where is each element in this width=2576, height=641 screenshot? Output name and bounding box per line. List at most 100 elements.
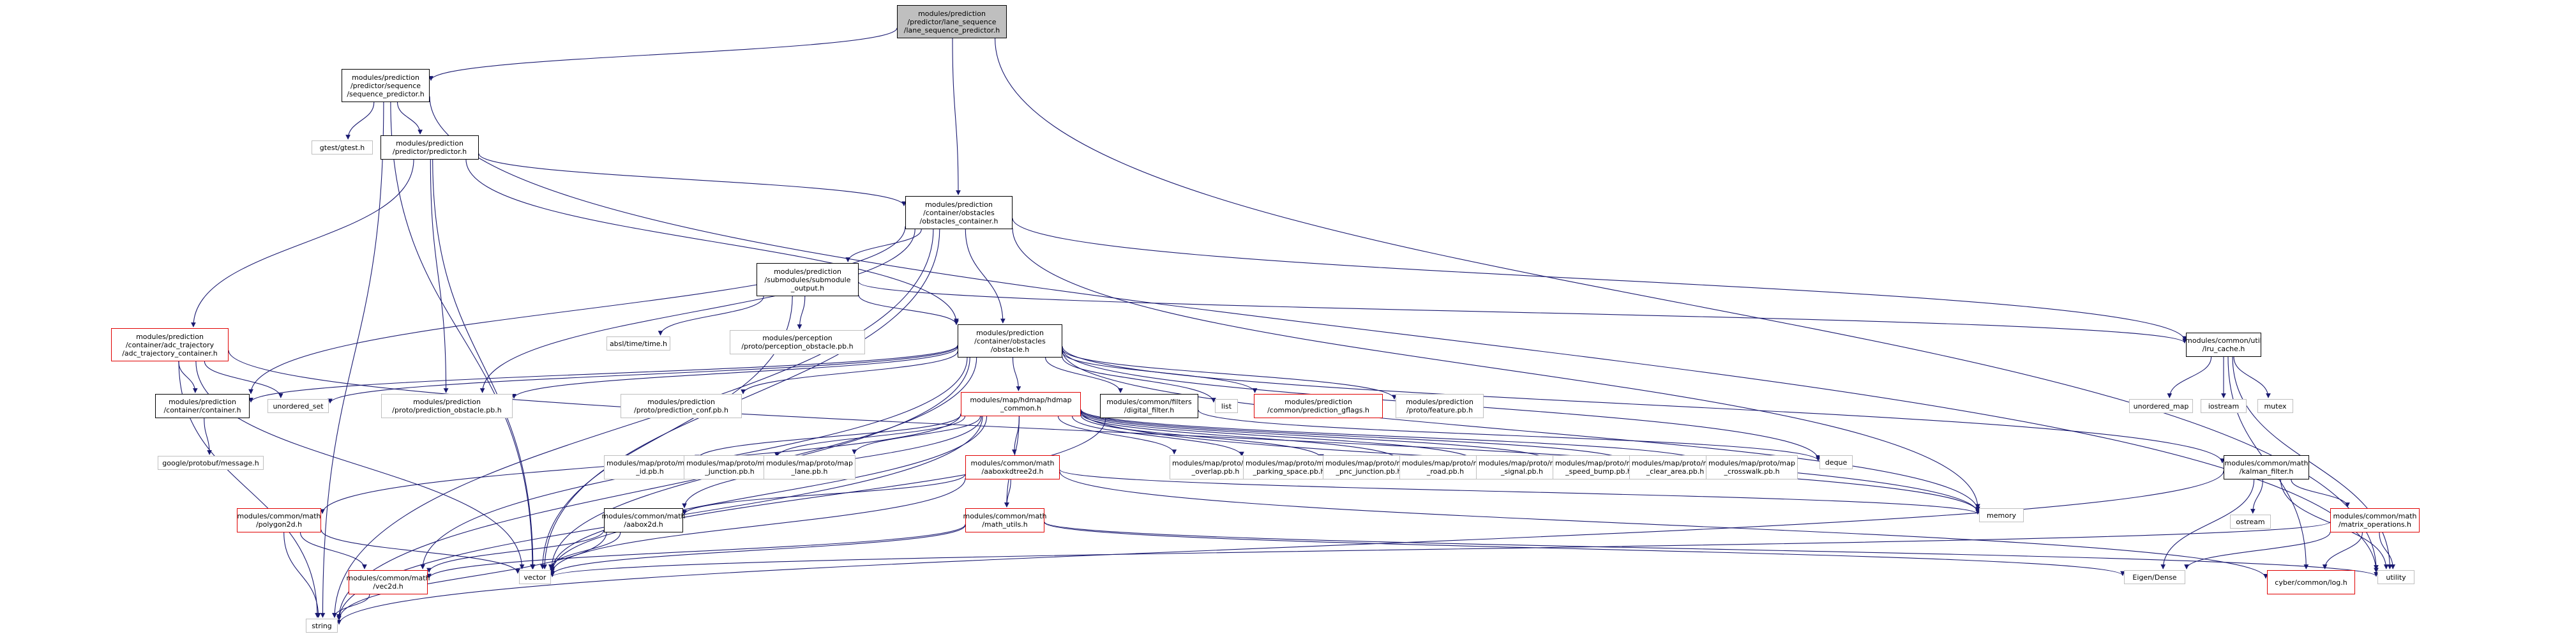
edge-polygon2d-to-string (283, 532, 321, 618)
node-label-line: /polygon2d.h (255, 520, 303, 529)
edge-obstacle-to-predobspb (511, 347, 958, 399)
node-label-line: modules/map/proto/map (1555, 459, 1642, 467)
node-label-line: modules/map/proto/map (1632, 459, 1719, 467)
edge-aabox2d-to-vec2d (426, 529, 605, 573)
node-adctraj[interactable]: modules/prediction/container/adc_traject… (111, 328, 229, 361)
edge-matrixops-to-utility (2379, 532, 2396, 569)
edge-kalman-to-matrixops (2291, 479, 2350, 508)
node-label-line: iostream (2208, 402, 2240, 411)
edge-hdmapcommon-to-lanepb (852, 416, 981, 455)
node-mathutils[interactable]: modules/common/math/math_utils.h (963, 508, 1047, 532)
node-polygon2d[interactable]: modules/common/math/polygon2d.h (237, 508, 321, 532)
node-label-line: list (1221, 402, 1232, 411)
node-matrixops[interactable]: modules/common/math/matrix_operations.h (2330, 508, 2420, 532)
node-aabox2dtree[interactable]: modules/common/math/aaboxkdtree2d.h (965, 455, 1060, 479)
node-label-line: _parking_space.pb.h (1253, 467, 1325, 476)
edge-matrixops-to-cyberlog (2322, 532, 2363, 569)
edge-kalman-to-ostream (2250, 479, 2263, 514)
node-vec2d[interactable]: modules/common/math/vec2d.h (346, 570, 430, 594)
edge-obstacle-to-container (248, 345, 958, 403)
edge-obstacle-to-string (336, 357, 970, 619)
edge-hdmapcommon-to-junctionpb (774, 416, 966, 458)
edge-predictor-to-predobspb (430, 159, 449, 393)
node-label-line: /vec2d.h (373, 582, 403, 591)
node-submod[interactable]: modules/prediction/submodules/submodule_… (757, 263, 859, 296)
node-label-line: /obstacles_container.h (919, 216, 998, 225)
node-label-line: _junction.pb.h (705, 467, 755, 476)
node-label-line: _overlap.pb.h (1191, 467, 1240, 476)
node-label-line: modules/prediction (169, 398, 236, 406)
node-label-line: /aabox2d.h (624, 520, 663, 529)
node-label-line: /sequence_predictor.h (347, 89, 425, 98)
node-label-line: modules/prediction (925, 200, 993, 209)
node-label-line: modules/common/math (346, 574, 430, 582)
node-label-line: modules/map/proto/map (606, 459, 693, 467)
node-label-line: _road.pb.h (1426, 467, 1465, 476)
node-label-line: _common.h (1000, 404, 1041, 412)
node-label-line: /proto/perception_obstacle.pb.h (741, 342, 854, 351)
node-label-line: modules/prediction (1406, 398, 1473, 406)
node-label-line: modules/prediction (918, 9, 986, 18)
edge-hdmapcommon-to-pncpb (1080, 414, 1324, 460)
node-hdmapcommon[interactable]: modules/map/hdmap/hdmap_common.h (961, 392, 1081, 416)
node-lrucache[interactable]: modules/common/util/lru_cache.h (2185, 333, 2262, 357)
edge-mathutils-to-eigen (1044, 522, 2125, 577)
edge-predictor-to-vector (432, 159, 536, 569)
edge-mathutils-to-utility (1044, 522, 2379, 577)
node-obstacle[interactable]: modules/prediction/container/obstacles/o… (958, 324, 1062, 358)
node-digitalfilter[interactable]: modules/common/filters/digital_filter.h (1100, 394, 1198, 418)
node-label-line: modules/common/math (2224, 459, 2309, 467)
node-utility: utility (2377, 570, 2414, 584)
node-label-line: modules/common/math (2333, 512, 2417, 520)
edge-container-to-googlemsg (204, 418, 212, 455)
edge-aabox2dtree-to-aabox2d (682, 474, 966, 515)
edge-seqpred-to-vector (390, 102, 535, 569)
node-label-line: _speed_bump.pb.h (1565, 467, 1632, 476)
node-seqpred[interactable]: modules/prediction/predictor/sequence/se… (342, 69, 430, 102)
edge-obscont-to-predobspb (479, 229, 915, 393)
node-gflags[interactable]: modules/prediction/common/prediction_gfl… (1254, 394, 1383, 418)
edge-adctraj-to-unorderedset (204, 361, 283, 398)
node-label-line: absl/time/time.h (609, 339, 668, 348)
node-iostream: iostream (2201, 399, 2247, 413)
edge-obscont-to-string (332, 229, 934, 618)
node-label-line: /container/adc_trajectory (125, 340, 215, 349)
edge-obstacle-to-list (1062, 356, 1216, 403)
edge-polygon2d-to-vec2d (299, 532, 367, 569)
node-label-line: vector (523, 573, 546, 582)
node-label-line: /predictor/predictor.h (392, 147, 467, 156)
node-label-line: _crosswalk.pb.h (1724, 467, 1780, 476)
node-eigen: Eigen/Dense (2124, 570, 2185, 584)
node-cyberlog[interactable]: cyber/common/log.h (2267, 570, 2355, 594)
edge-root-to-utility (995, 38, 2379, 570)
node-label-line: /proto/prediction_conf.pb.h (634, 406, 728, 414)
edge-hdmapcommon-to-roadpb (1080, 412, 1401, 461)
edge-aabox2dtree-to-memory (1059, 469, 1980, 515)
node-crosswalkpb: modules/map/proto/map_crosswalk.pb.h (1706, 455, 1798, 479)
node-obscont[interactable]: modules/prediction/container/obstacles/o… (905, 196, 1013, 229)
node-label-line: modules/prediction (136, 332, 204, 341)
node-label-line: gtest/gtest.h (319, 143, 365, 152)
edge-obstacle-to-hdmapcommon (1012, 357, 1021, 391)
node-kalman[interactable]: modules/common/math/kalman_filter.h (2224, 455, 2309, 479)
node-container[interactable]: modules/prediction/container/container.h (155, 394, 250, 418)
edge-matrixops-to-eigen (2184, 531, 2331, 569)
edge-hdmapcommon-to-parkingpb (1072, 416, 1244, 457)
node-featurepb: modules/prediction/proto/feature.pb.h (1396, 394, 1484, 418)
node-label-line: /aaboxkdtree2d.h (981, 467, 1044, 476)
node-label-line: /container/obstacles (974, 336, 1046, 345)
node-label-line: modules/map/proto/map (766, 459, 853, 467)
node-parkingpb: modules/map/proto/map_parking_space.pb.h (1243, 455, 1335, 479)
edge-hdmapcommon-to-overlappb (1057, 416, 1177, 455)
node-predictor[interactable]: modules/prediction/predictor/predictor.h (380, 135, 479, 160)
edge-predictor-to-adctraj (191, 159, 414, 328)
node-root[interactable]: modules/prediction/predictor/lane_sequen… (897, 5, 1007, 38)
node-aabox2d[interactable]: modules/common/math/aabox2d.h (601, 508, 686, 532)
node-label-line: modules/map/proto/map (1479, 459, 1565, 467)
node-label-line: modules/prediction (774, 267, 841, 276)
node-label-line: modules/map/proto/map (1402, 459, 1489, 467)
node-label-line: modules/prediction (413, 398, 481, 406)
edge-layer (178, 27, 2396, 625)
node-label-line: modules/perception (762, 334, 832, 342)
